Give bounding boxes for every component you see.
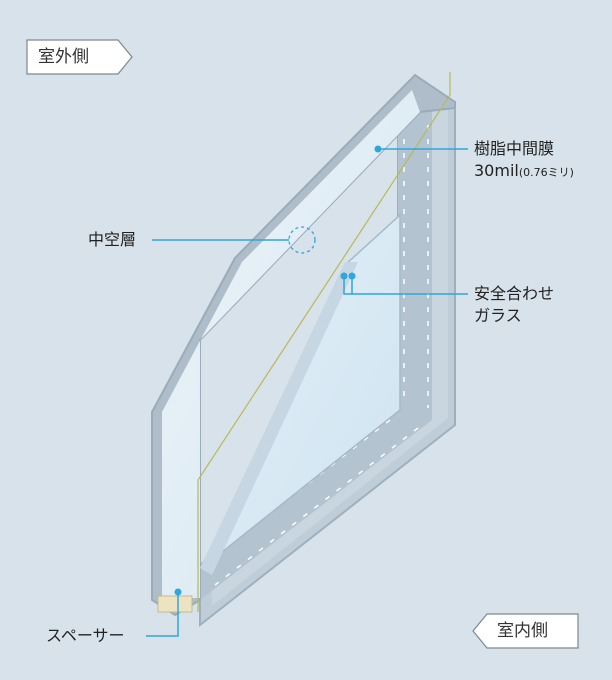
bottom-spacer-block	[157, 595, 193, 613]
interlayer-thickness-sub: (0.76ミリ)	[518, 166, 574, 179]
leader-dots	[174, 145, 382, 596]
interlayer-thickness: 30mil(0.76ミリ)	[474, 161, 574, 183]
outdoor-tag-shape	[26, 39, 133, 75]
spacer-leader	[146, 592, 179, 637]
spacer-label: スペーサー	[46, 626, 125, 645]
interlayer-label: 樹脂中間膜	[474, 139, 555, 158]
laminated-glass-pane	[200, 213, 401, 575]
outdoor-side-tag: 室外側	[38, 47, 89, 67]
interlayer-film	[197, 72, 451, 612]
laminated-glass-label-line1: 安全合わせ	[474, 284, 555, 303]
hollow-layer-label: 中空層	[88, 230, 137, 249]
laminated-glass-label-line2: ガラス	[474, 306, 522, 325]
indoor-tag-shape	[472, 613, 579, 649]
leader-lines	[146, 148, 468, 637]
indoor-side-tag: 室内側	[497, 621, 548, 641]
interlayer-thickness-main: 30mil	[474, 161, 519, 180]
laminated-glass-leader	[343, 276, 468, 295]
hollow-layer-marker	[288, 226, 316, 254]
